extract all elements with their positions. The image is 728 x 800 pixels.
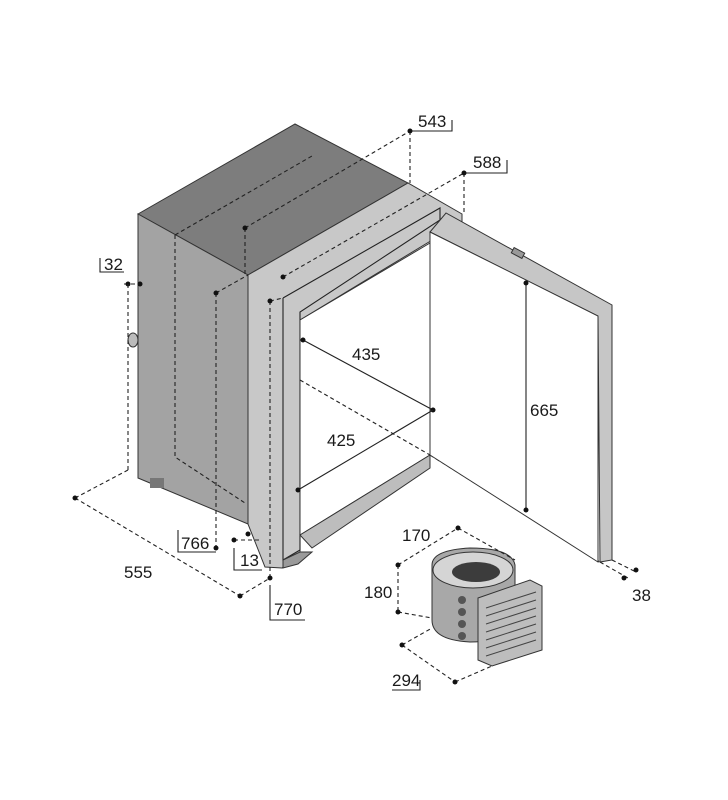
dim-543: 543 <box>418 112 446 131</box>
compressor-cap <box>452 562 500 582</box>
compressor-fins <box>477 579 543 667</box>
compressor-unit <box>392 525 543 691</box>
dim-435: 435 <box>352 345 380 364</box>
interior <box>299 242 601 563</box>
dimension-labels: 543 588 32 435 665 425 766 13 555 770 38… <box>104 112 651 690</box>
dim-180: 180 <box>364 583 392 602</box>
door-inner <box>429 231 599 563</box>
door-latch <box>510 246 526 260</box>
dim-32: 32 <box>104 255 123 274</box>
door <box>429 212 613 563</box>
frame-lip <box>282 551 314 569</box>
dim-13: 13 <box>240 551 259 570</box>
dim-766: 766 <box>181 534 209 553</box>
hidden-edge-left <box>174 235 246 504</box>
hidden-edge-top <box>174 155 313 236</box>
dim-38: 38 <box>632 586 651 605</box>
dim-588: 588 <box>473 153 501 172</box>
dim-425: 425 <box>327 431 355 450</box>
cabinet-foot <box>150 478 164 488</box>
dim-170: 170 <box>402 526 430 545</box>
dim-294: 294 <box>392 671 420 690</box>
dim-770: 770 <box>274 600 302 619</box>
dimension-lines <box>72 120 639 621</box>
interior-floor <box>299 454 431 549</box>
side-knob <box>127 332 139 348</box>
dim-555: 555 <box>124 563 152 582</box>
cabinet-body <box>127 123 410 525</box>
dim-665: 665 <box>530 401 558 420</box>
